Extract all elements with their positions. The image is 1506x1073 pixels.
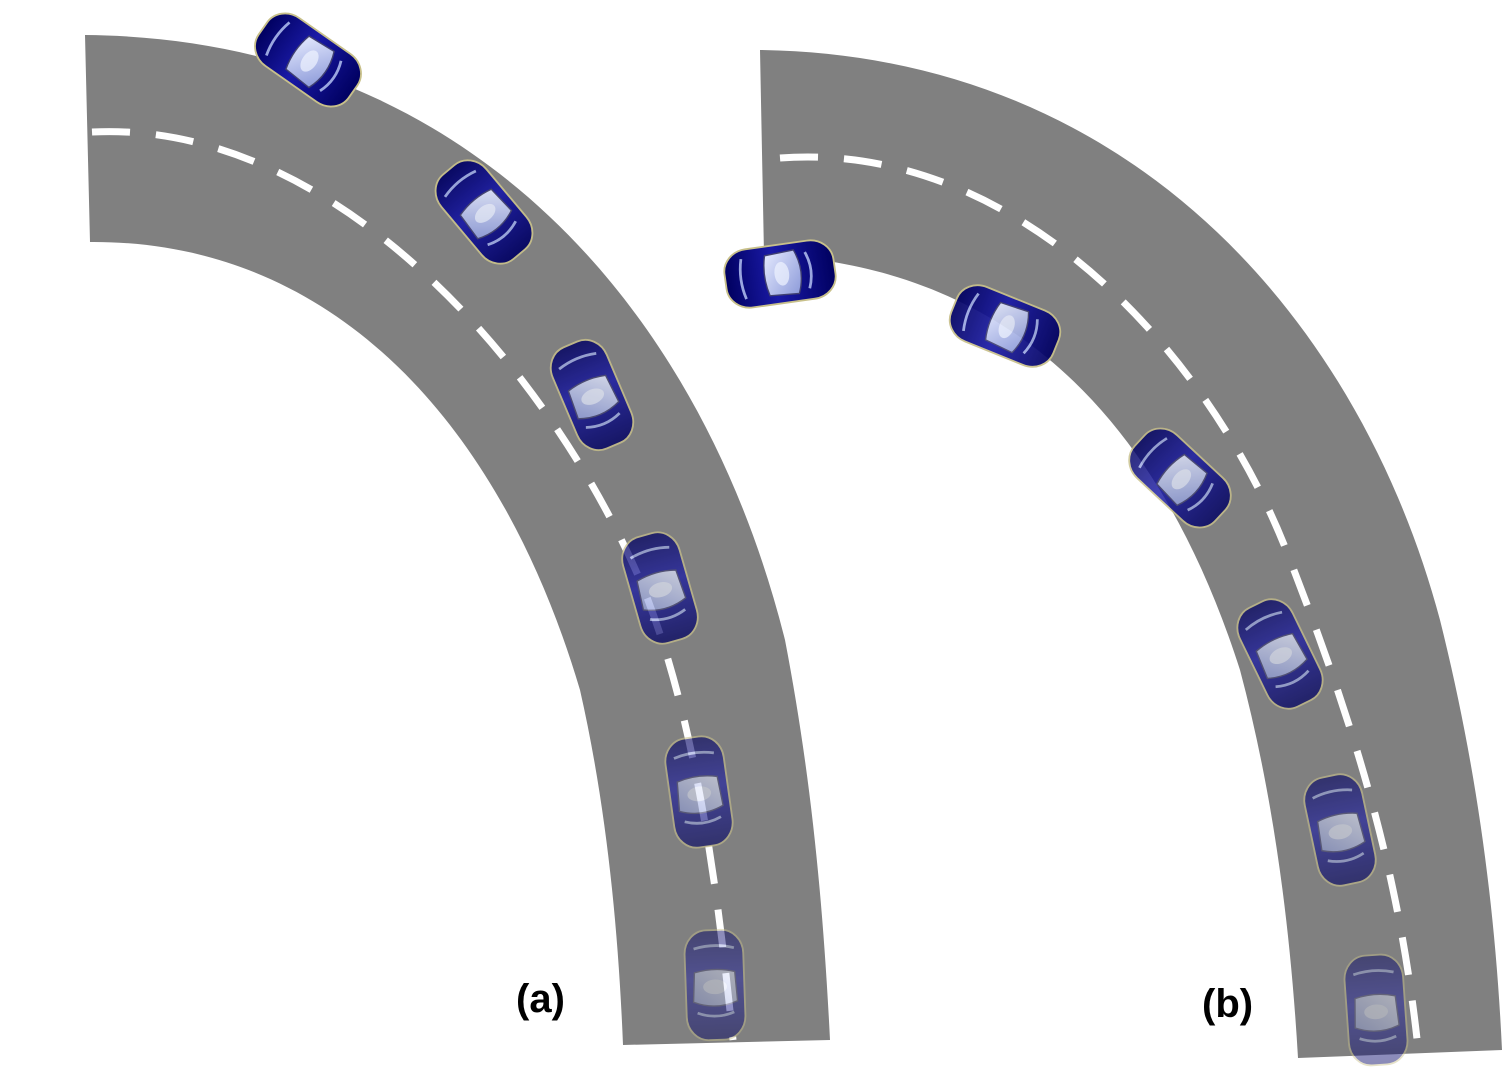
car-b-6 bbox=[1341, 951, 1411, 1069]
car-a-6 bbox=[682, 927, 748, 1043]
panel-label-a: (a) bbox=[516, 977, 565, 1021]
car-top-view-icon bbox=[720, 235, 840, 313]
road-b bbox=[760, 50, 1502, 1058]
car-b-1 bbox=[720, 235, 840, 313]
panel-a: (a) bbox=[85, 2, 830, 1045]
panel-b: (b) bbox=[720, 50, 1502, 1069]
car-top-view-icon bbox=[682, 927, 748, 1043]
panel-label-b: (b) bbox=[1202, 982, 1253, 1026]
road-a bbox=[85, 35, 830, 1045]
lane-marking-b bbox=[779, 153, 1422, 1049]
car-top-view-icon bbox=[1341, 951, 1411, 1069]
lane-marking-a bbox=[91, 128, 737, 1041]
